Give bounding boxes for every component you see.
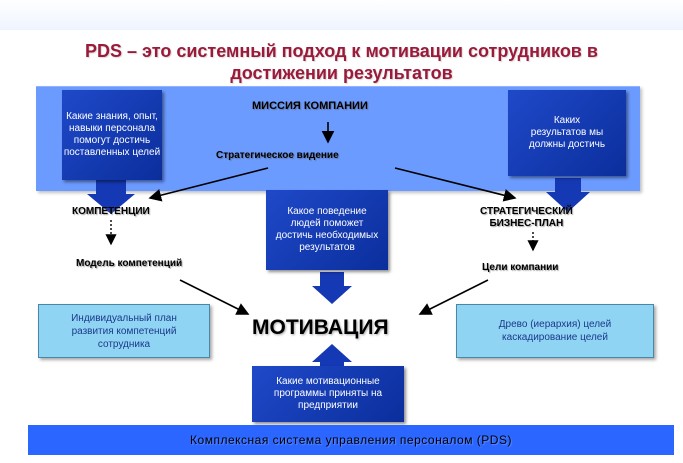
programs-question-box: Какие мотивационные программы приняты на… [252, 366, 404, 422]
title-line-2: достижении результатов [230, 63, 453, 83]
footer-banner: Комплексная система управления персонало… [28, 425, 674, 455]
vision-label: Стратегическое видение [216, 150, 339, 161]
motivation-label: МОТИВАЦИЯ [252, 316, 389, 339]
results-question-box: Каких результатов мы должны достичь [508, 90, 626, 176]
strategic-plan-line-2: БИЗНЕС-ПЛАН [489, 218, 564, 229]
diagram-title: PDS – это системный подход к мотивации с… [20, 40, 663, 84]
individual-plan-text: Индивидуальный план развития компетенций… [71, 312, 177, 350]
footer-text: Комплексная система управления персонало… [190, 433, 512, 447]
vision-to-competencies-arrow [148, 167, 269, 202]
programs-up-arrow [312, 344, 352, 366]
knowledge-question-text: Какие знания, опыт, навыки персонала пом… [63, 111, 161, 158]
goals-to-motivation-arrow [418, 279, 489, 315]
behavior-question-text: Какое поведение людей поможет достичь не… [275, 206, 379, 253]
knowledge-down-arrow [87, 180, 135, 214]
competencies-label: КОМПЕТЕНЦИИ [72, 206, 150, 217]
results-down-arrow [546, 178, 590, 212]
vision-to-plan-arrow [394, 167, 517, 202]
competency-model-label: Модель компетенций [76, 258, 183, 269]
top-gradient-band [0, 0, 683, 30]
model-to-motivation-arrow [179, 279, 250, 315]
strategic-plan-label: СТРАТЕГИЧЕСКИЙ БИЗНЕС-ПЛАН [480, 206, 573, 230]
results-question-text: Каких результатов мы должны достичь [528, 115, 606, 150]
title-line-1: PDS – это системный подход к мотивации с… [85, 41, 598, 61]
mission-label: МИССИЯ КОМПАНИИ [252, 100, 368, 112]
goals-tree-text: Древо (иерархия) целей каскадирование це… [498, 319, 612, 343]
company-goals-label: Цели компании [482, 262, 559, 273]
strategic-plan-line-1: СТРАТЕГИЧЕСКИЙ [480, 206, 573, 217]
goals-tree-scroll: Древо (иерархия) целей каскадирование це… [456, 304, 654, 358]
knowledge-question-box: Какие знания, опыт, навыки персонала пом… [62, 90, 162, 180]
programs-question-text: Какие мотивационные программы приняты на… [273, 376, 383, 411]
behavior-question-box: Какое поведение людей поможет достичь не… [266, 190, 388, 270]
individual-plan-scroll: Индивидуальный план развития компетенций… [38, 304, 210, 358]
behavior-down-arrow [312, 272, 352, 304]
